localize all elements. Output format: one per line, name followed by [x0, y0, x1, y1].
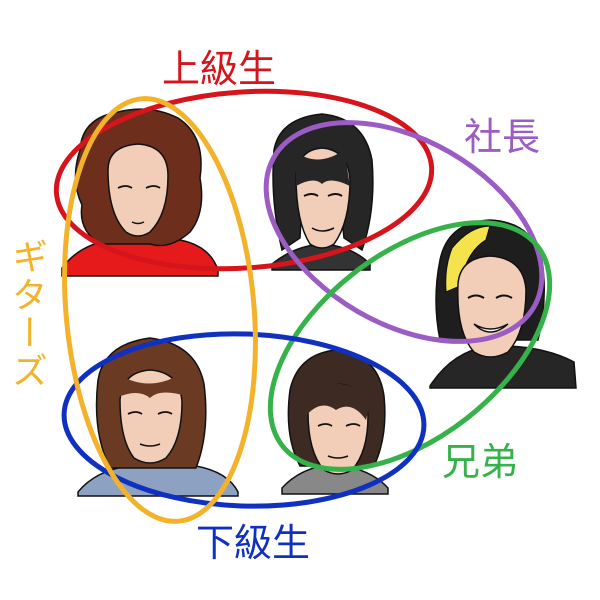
label-brothers: 兄弟 — [442, 440, 519, 484]
president-group-ellipse — [263, 120, 545, 344]
label-lowerclassmen: 下級生 — [196, 521, 311, 565]
brothers-group-ellipse — [267, 220, 553, 472]
portrait-brown-hair — [77, 337, 239, 497]
portrait-curly-hair — [61, 108, 219, 277]
lower-group-ellipse — [61, 331, 427, 509]
portrait-yellow-streak — [429, 219, 577, 389]
label-upperclassmen: 上級生 — [162, 47, 277, 91]
guitar-group-ellipse — [62, 96, 258, 524]
label-president: 社長 — [464, 115, 541, 159]
portrait-dark-brown-hair — [281, 349, 389, 495]
label-guitars: ギターズ — [6, 238, 47, 390]
